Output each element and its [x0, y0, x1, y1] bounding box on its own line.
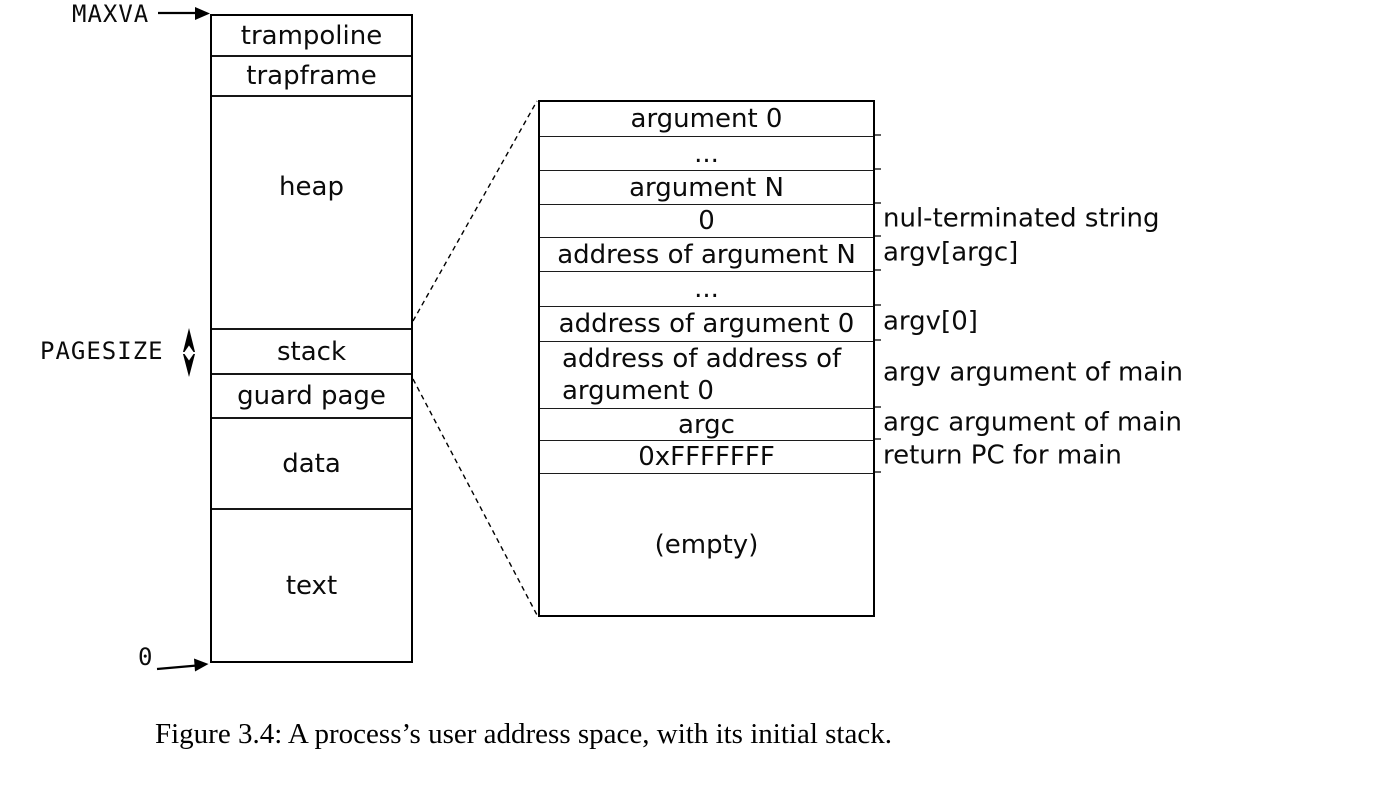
maxva-arrow-icon — [158, 7, 210, 20]
pagesize-double-arrow-icon — [183, 328, 195, 377]
stack-row-address-of-argument-n: address of argument N — [540, 238, 873, 272]
address-space-box: trampoline trapframe heap stack guard pa… — [210, 14, 413, 663]
stack-row-argument-n: argument N — [540, 171, 873, 205]
dashed-connector-top — [412, 100, 538, 322]
stack-row-label: argument N — [629, 172, 784, 203]
stack-row-label: 0 — [698, 206, 715, 236]
dashed-connector-bottom — [412, 378, 538, 616]
region-data: data — [212, 419, 411, 510]
region-label: trapframe — [246, 61, 377, 91]
region-label: trampoline — [240, 20, 383, 51]
annotation-argc-argument-of-main: argc argument of main — [883, 407, 1182, 438]
annotation-argv-0: argv[0] — [883, 306, 978, 337]
stack-row-argument-0: argument 0 — [540, 102, 873, 137]
annotation-argv-argument-of-main: argv argument of main — [883, 357, 1184, 388]
region-label: data — [282, 448, 341, 479]
stack-row-label: address of argument N — [557, 239, 856, 270]
stack-row-zero: 0 — [540, 205, 873, 238]
region-trapframe: trapframe — [212, 57, 411, 97]
stack-row-label: (empty) — [654, 529, 759, 560]
region-label: stack — [276, 336, 347, 367]
stack-row-address-of-argument-0: address of argument 0 — [540, 307, 873, 342]
stack-row-ellipsis: ... — [540, 137, 873, 171]
region-text: text — [212, 510, 411, 661]
stack-row-argc: argc — [540, 409, 873, 441]
region-trampoline: trampoline — [212, 16, 411, 57]
stack-row-label: 0xFFFFFFF — [638, 442, 775, 472]
region-stack: stack — [212, 330, 411, 375]
region-label: heap — [279, 171, 344, 202]
pagesize-label: PAGESIZE — [40, 337, 164, 365]
stack-row-label: address of argument 0 — [558, 309, 855, 339]
zero-arrow-icon — [156, 658, 209, 672]
region-label: text — [285, 570, 338, 601]
stack-row-empty: (empty) — [540, 474, 873, 615]
region-guard-page: guard page — [212, 375, 411, 419]
stack-row-ellipsis: ... — [540, 272, 873, 307]
annotation-return-pc-for-main: return PC for main — [883, 440, 1122, 471]
stack-row-address-of-address-of-argument-0: address of address of argument 0 — [540, 342, 873, 409]
figure-caption: Figure 3.4: A process’s user address spa… — [155, 718, 892, 750]
stack-detail-box: argument 0 ... argument N 0 address of a… — [538, 100, 875, 617]
region-heap: heap — [212, 97, 411, 330]
zero-address-label: 0 — [138, 643, 154, 671]
stack-row-label: ... — [694, 274, 719, 304]
annotation-argv-argc: argv[argc] — [883, 237, 1019, 268]
stack-row-return-pc: 0xFFFFFFF — [540, 441, 873, 474]
stack-row-label: ... — [694, 138, 719, 169]
region-label: guard page — [237, 381, 386, 411]
stack-row-label: argument 0 — [630, 104, 783, 134]
stack-row-label: argc — [678, 409, 735, 440]
annotation-nul-terminated-string: nul-terminated string — [883, 203, 1160, 234]
maxva-label: MAXVA — [72, 0, 150, 28]
stack-row-label: address of address of argument 0 — [562, 344, 842, 406]
separator-ticks — [874, 134, 881, 473]
